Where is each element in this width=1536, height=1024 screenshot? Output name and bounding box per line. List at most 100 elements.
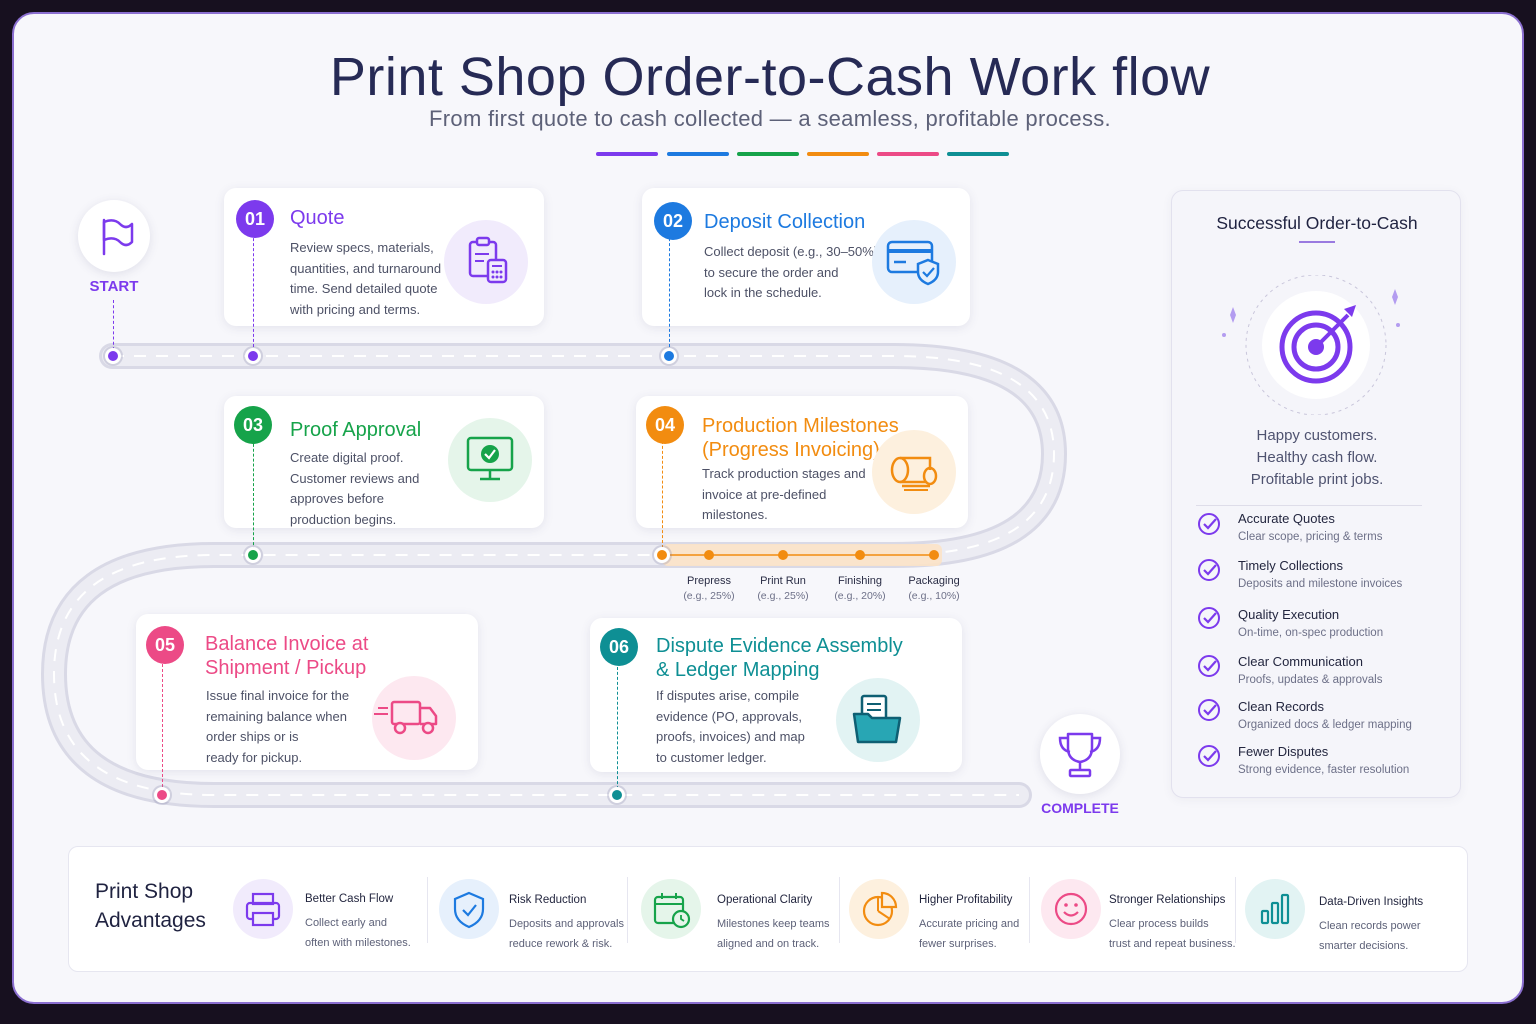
folder-document-icon <box>836 678 920 762</box>
benefit-subtitle: Organized docs & ledger mapping <box>1238 719 1412 731</box>
step-title: Quote <box>290 207 345 229</box>
step-number-badge: 01 <box>236 200 274 238</box>
benefit-title: Fewer Disputes <box>1238 744 1329 759</box>
step-title: Dispute Evidence Assembly& Ledger Mappin… <box>656 635 903 681</box>
advantage-separator <box>627 877 628 943</box>
accent-bar-purple <box>596 152 658 156</box>
printer-icon <box>233 879 293 939</box>
target-icon <box>1222 275 1400 415</box>
advantage-title: Stronger Relationships <box>1109 894 1226 906</box>
monitor-check-icon <box>448 418 532 502</box>
milestone-dot <box>778 550 788 560</box>
step-connector <box>662 436 663 548</box>
milestone-dot <box>855 550 865 560</box>
step-card-proof-approval: 03 Proof Approval Create digital proof.C… <box>224 396 544 528</box>
milestone-finishing: Finishing(e.g., 20%) <box>834 575 886 602</box>
step-description: Collect deposit (e.g., 30–50%)to secure … <box>704 244 879 300</box>
advantage-title: Higher Profitability <box>919 894 1013 906</box>
step-title: Proof Approval <box>290 419 422 441</box>
paper-roll-icon <box>872 430 956 514</box>
step-number-badge: 02 <box>654 202 692 240</box>
benefit-title: Timely Collections <box>1238 558 1343 573</box>
step-number-badge: 05 <box>146 626 184 664</box>
benefit-subtitle: Proofs, updates & approvals <box>1238 674 1383 686</box>
page-title: Print Shop Order-to-Cash Work flow <box>329 47 1211 107</box>
calendar-clock-icon <box>641 879 701 939</box>
advantage-separator <box>839 877 840 943</box>
benefit-subtitle: On-time, on-spec production <box>1238 627 1384 639</box>
road-dot-dispute <box>609 787 625 803</box>
panel-tagline: Profitable print jobs. <box>1250 471 1384 488</box>
step-card-quote: 01 Quote Review specs, materials,quantit… <box>224 188 544 326</box>
benefit-title: Clear Communication <box>1238 654 1363 669</box>
step-connector <box>162 664 163 792</box>
complete-trophy-badge <box>1040 714 1120 794</box>
bar-chart-icon <box>1245 879 1305 939</box>
accent-bar-green <box>737 152 799 156</box>
trophy-icon <box>1058 732 1102 778</box>
success-panel: Successful Order-to-Cash Happy customers… <box>1171 190 1461 798</box>
advantage-separator <box>1029 877 1030 943</box>
benefit-title: Quality Execution <box>1238 607 1340 622</box>
shield-check-icon <box>439 879 499 939</box>
milestone-packaging: Packaging(e.g., 10%) <box>908 575 960 602</box>
benefit-subtitle: Clear scope, pricing & terms <box>1238 531 1383 543</box>
clipboard-calculator-icon <box>444 220 528 304</box>
truck-icon <box>372 676 456 760</box>
check-circle-icon <box>1198 655 1220 677</box>
panel-tagline: Happy customers. <box>1256 427 1378 444</box>
benefit-title: Clean Records <box>1238 699 1324 714</box>
workflow-road <box>41 343 1067 808</box>
smiley-icon <box>1041 879 1101 939</box>
panel-title-underline <box>1299 241 1335 243</box>
step-description: Review specs, materials,quantities, and … <box>290 240 442 317</box>
step-card-production-milestones: 04 Production Milestones(Progress Invoic… <box>636 396 968 528</box>
check-circle-icon <box>1198 745 1220 767</box>
advantage-title: Data-Driven Insights <box>1319 896 1424 908</box>
start-label: START <box>89 278 139 295</box>
milestone-dot <box>929 550 939 560</box>
milestone-prepress: Prepress(e.g., 25%) <box>683 575 735 602</box>
step-number-badge: 06 <box>600 628 638 666</box>
accent-bar-orange <box>807 152 869 156</box>
milestone-dot <box>704 550 714 560</box>
accent-bar-pink <box>877 152 939 156</box>
step-card-dispute-evidence: 06 Dispute Evidence Assembly& Ledger Map… <box>590 618 962 772</box>
advantage-separator <box>1235 877 1236 943</box>
step-title: Deposit Collection <box>704 211 866 233</box>
page-subtitle: From first quote to cash collected — a s… <box>429 106 1111 131</box>
road-dot-start <box>105 348 121 364</box>
panel-title: Successful Order-to-Cash <box>1216 213 1418 233</box>
panel-tagline: Healthy cash flow. <box>1256 449 1378 466</box>
road-dot-production <box>654 547 670 563</box>
step-connector <box>253 228 254 352</box>
accent-bar-blue <box>667 152 729 156</box>
benefit-subtitle: Deposits and milestone invoices <box>1238 578 1403 590</box>
credit-card-shield-icon <box>872 220 956 304</box>
milestone-print-run: Print Run(e.g., 25%) <box>757 575 809 602</box>
benefit-title: Accurate Quotes <box>1238 511 1335 526</box>
road-dot-deposit <box>661 348 677 364</box>
flag-icon <box>102 218 134 256</box>
complete-label: COMPLETE <box>1041 800 1119 816</box>
road-dot-quote <box>245 348 261 364</box>
advantage-title: Risk Reduction <box>509 894 587 906</box>
pie-chart-icon <box>849 879 909 939</box>
step-connector <box>617 662 618 794</box>
check-circle-icon <box>1198 513 1220 535</box>
check-circle-icon <box>1198 607 1220 629</box>
check-circle-icon <box>1198 699 1220 721</box>
road-dot-proof <box>245 547 261 563</box>
step-number-badge: 04 <box>646 406 684 444</box>
benefit-subtitle: Strong evidence, faster resolution <box>1238 764 1410 776</box>
step-description: Create digital proof.Customer reviews an… <box>290 450 420 527</box>
